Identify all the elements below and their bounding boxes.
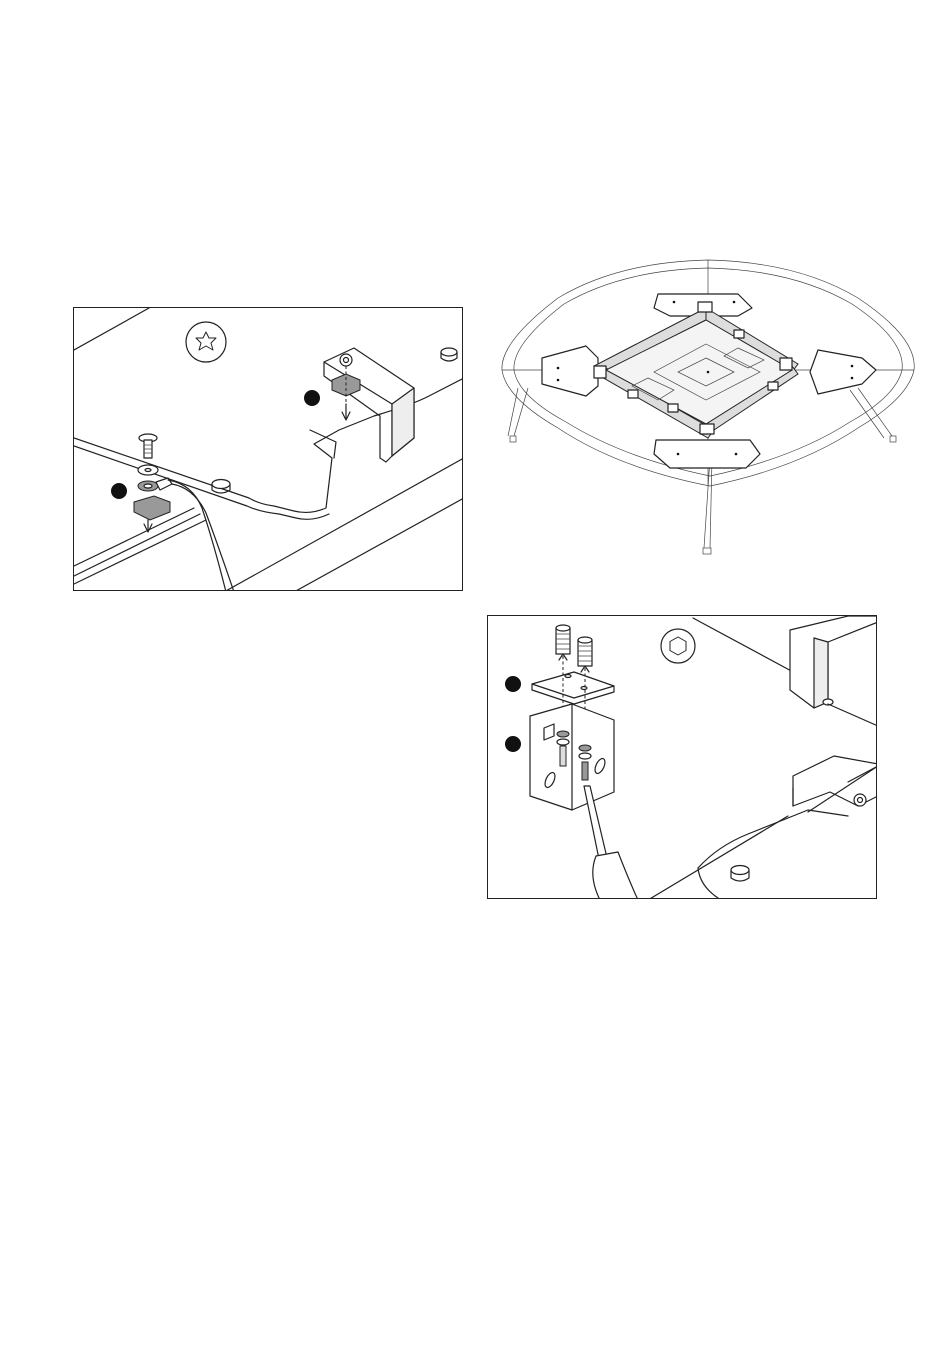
plate-right [810,350,876,394]
step-marker-1 [505,676,521,692]
tabletop-pin [731,866,749,882]
ground-cable [168,480,234,591]
hex-key-icon [661,629,695,663]
table-frame-overview [498,258,918,558]
frame-rails [594,308,798,438]
step-marker-2 [505,736,521,752]
detail-panel-ground-clamp [73,307,463,591]
pin-front [212,480,230,494]
upper-u-bracket [790,616,877,708]
torx-icon [186,322,226,362]
square-nut [134,496,170,532]
plate-left [542,346,598,396]
pin-top-right [441,348,457,361]
step-marker-1 [304,390,320,406]
table-frame-illustration [498,258,918,558]
torx-screw [139,434,157,458]
plate-bottom [654,440,760,468]
l-bracket [530,704,614,810]
ring-terminal [138,478,172,491]
bracket-screws-illustration [488,616,877,899]
u-clamp-bracket [324,348,414,462]
lower-clamp [793,756,877,806]
hex-screwdriver [584,786,638,899]
ground-clamp-illustration [74,308,463,591]
step-marker-2 [111,483,127,499]
washer [138,465,158,475]
detail-panel-bracket-screws [487,615,877,899]
